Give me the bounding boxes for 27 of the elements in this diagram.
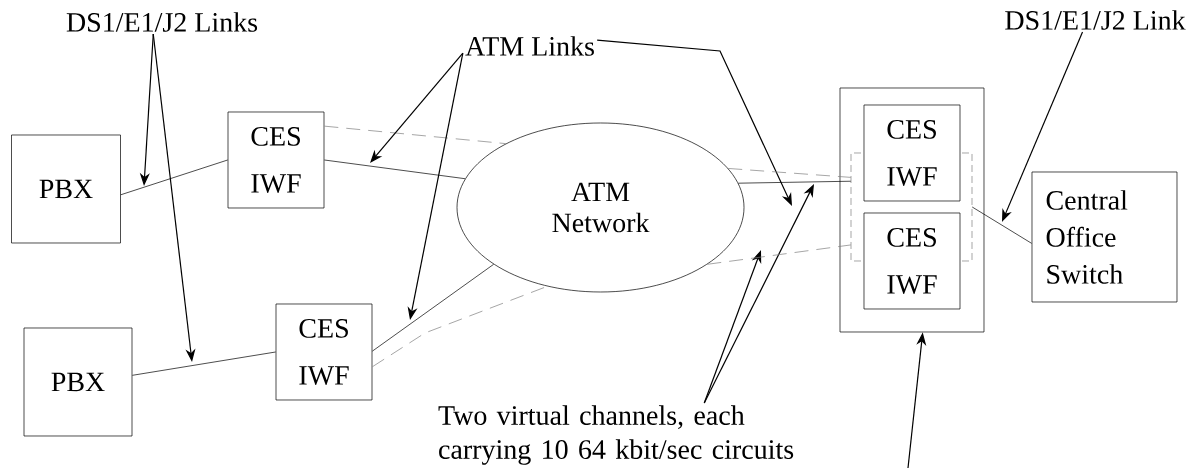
ces-iwf-box: CES IWF (275, 303, 373, 401)
ces-iwf-box: CES IWF (863, 212, 961, 310)
dashed-connection (707, 244, 852, 265)
ces-iwf-box: CES IWF (227, 111, 325, 209)
leader-arrow (703, 250, 762, 404)
link-line (372, 263, 495, 352)
link-line (120, 159, 228, 196)
dashed-connection (324, 125, 507, 144)
leader-arrow (596, 39, 792, 206)
link-line (737, 180, 852, 184)
callout-label: DS1/E1/J2 Link (1005, 10, 1186, 30)
pbx-box: PBX (23, 327, 133, 437)
callout-label: DS1/E1/J2 Links (66, 12, 258, 32)
callout-label: ATM Links (465, 36, 594, 56)
dashed-bracket (850, 152, 973, 262)
leader-arrow (703, 184, 814, 404)
ces-iwf-box: CES IWF (863, 104, 961, 202)
dashed-connection (727, 168, 852, 178)
link-line (971, 206, 1032, 244)
link-line (132, 351, 276, 376)
link-line (324, 159, 466, 180)
annotation-text: Two virtual channels, each carrying 10 64 kbit/sec circuits (438, 405, 794, 465)
pbx-box: PBX (11, 134, 121, 244)
equipment-enclosure (839, 87, 985, 333)
switch-box: Central Office Switch (1031, 171, 1178, 303)
leader-arrow (1002, 31, 1084, 222)
leader-arrow (370, 52, 464, 163)
